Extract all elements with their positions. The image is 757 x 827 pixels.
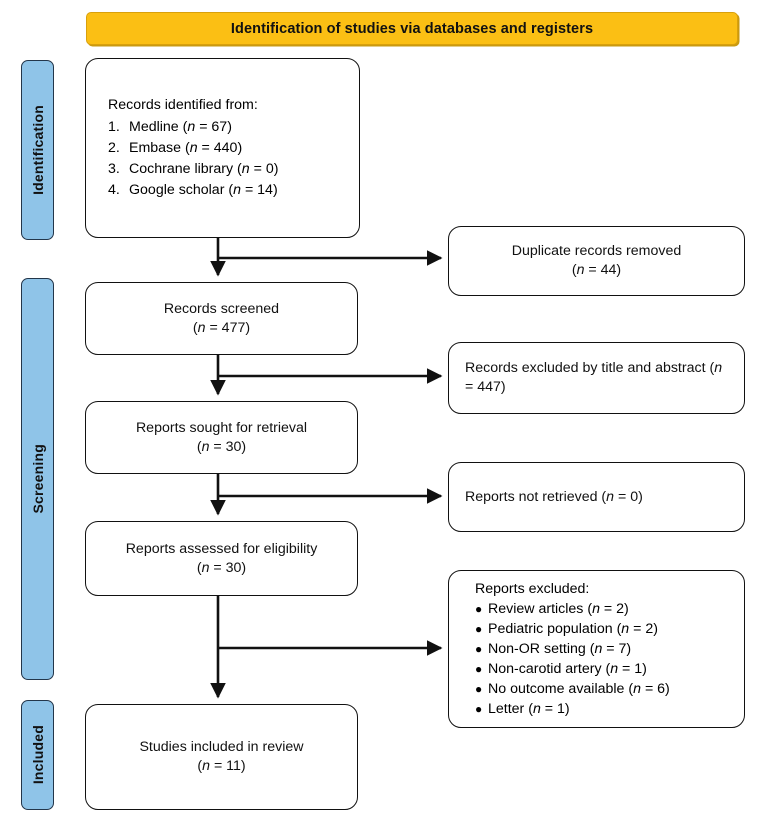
studies-included-count: (n = 11) [197,758,246,774]
records-identified-source-list: 1. Medline (n = 67) 2. Embase (n = 440) … [108,117,359,201]
source-count: = 440) [197,140,243,156]
list-item: ● Letter (n = 1) [475,699,744,719]
list-item: ● No outcome available (n = 6) [475,679,744,699]
source-number: 4. [108,182,120,198]
source-number: 1. [108,119,120,135]
list-item: ● Review articles (n = 2) [475,599,744,619]
reason-label: Review articles (n = 2) [488,601,629,617]
box-records-excluded-title-abstract: Records excluded by title and abstract (… [448,342,745,414]
box-reports-excluded: Reports excluded: ● Review articles (n =… [448,570,745,728]
list-item: 2. Embase (n = 440) [108,138,359,159]
list-item: 1. Medline (n = 67) [108,117,359,138]
reports-sought-count: (n = 30) [196,438,247,455]
records-screened-count: (n = 477) [192,319,251,336]
stage-label-identification: Identification [21,60,54,240]
records-screened-label: Records screened [163,300,280,317]
box-records-identified: Records identified from: 1. Medline (n =… [85,58,360,238]
box-reports-sought: Reports sought for retrieval (n = 30) [85,401,358,474]
box-studies-included: Studies included in review (n = 11) [85,704,358,810]
reports-excluded-title: Reports excluded: [475,581,590,597]
banner-title: Identification of studies via databases … [230,20,594,37]
records-identified-title: Records identified from: [108,97,258,113]
list-item: ● Pediatric population (n = 2) [475,619,744,639]
reports-assessed-count: (n = 30) [196,559,247,576]
source-number: 3. [108,161,120,177]
bullet-icon: ● [475,642,483,656]
box-reports-not-retrieved: Reports not retrieved (n = 0) [448,462,745,532]
stage-label-screening-text: Screening [29,444,46,514]
source-count: = 14) [241,182,278,198]
diagram-banner: Identification of studies via databases … [86,12,738,45]
source-count: = 0) [249,161,279,177]
duplicates-count: (n = 44) [571,262,622,278]
source-label: Medline (n = 67) [129,119,232,135]
bullet-icon: ● [475,682,483,696]
source-count: = 67) [195,119,232,135]
bullet-icon: ● [475,602,483,616]
duplicates-label: Duplicate records removed [511,243,682,259]
reports-sought-label: Reports sought for retrieval [135,419,308,436]
bullet-icon: ● [475,622,483,636]
source-label: Google scholar (n = 14) [129,182,278,198]
box-records-screened: Records screened (n = 477) [85,282,358,355]
bullet-icon: ● [475,662,483,676]
bullet-icon: ● [475,702,483,716]
reason-label: Non-carotid artery (n = 1) [488,661,647,677]
reports-not-retrieved-label: Reports not retrieved (n = 0) [465,488,643,505]
stage-label-screening: Screening [21,278,54,680]
list-item: ● Non-OR setting (n = 7) [475,639,744,659]
reason-label: Non-OR setting (n = 7) [488,641,632,657]
stage-label-included: Included [21,700,54,810]
stage-label-identification-text: Identification [29,105,46,195]
box-reports-assessed: Reports assessed for eligibility (n = 30… [85,521,358,596]
box-duplicate-records-removed: Duplicate records removed (n = 44) [448,226,745,296]
list-item: ● Non-carotid artery (n = 1) [475,659,744,679]
list-item: 3. Cochrane library (n = 0) [108,159,359,180]
reason-label: Pediatric population (n = 2) [488,621,658,637]
reports-excluded-reason-list: ● Review articles (n = 2) ● Pediatric po… [475,599,744,719]
reports-assessed-label: Reports assessed for eligibility [125,540,318,557]
reason-label: Letter (n = 1) [488,701,570,717]
stage-label-included-text: Included [29,725,46,785]
source-label: Embase (n = 440) [129,140,243,156]
source-label: Cochrane library (n = 0) [129,161,279,177]
source-number: 2. [108,140,120,156]
list-item: 4. Google scholar (n = 14) [108,180,359,201]
records-excluded-label: Records excluded by title and abstract (… [465,360,723,395]
studies-included-label: Studies included in review [139,739,304,755]
reason-label: No outcome available (n = 6) [488,681,670,697]
